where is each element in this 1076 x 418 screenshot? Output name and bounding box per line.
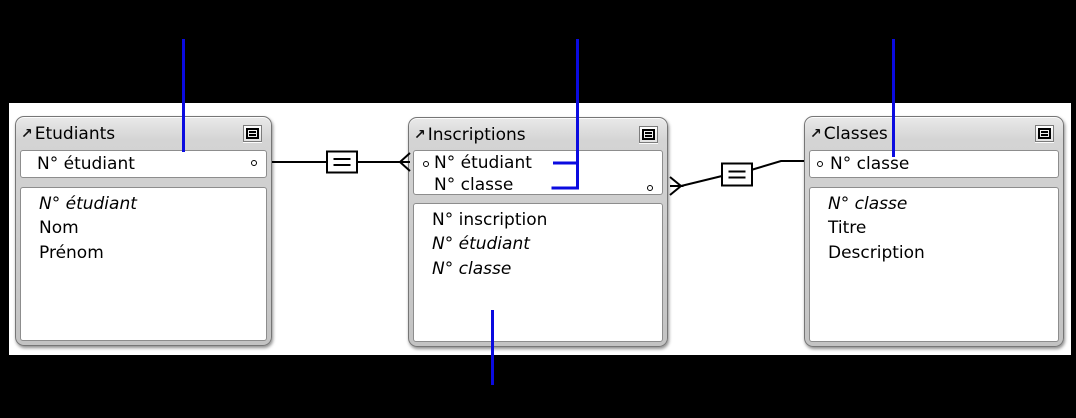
connector-dot-icon [423,161,429,167]
field-row[interactable]: N° inscription [432,210,548,230]
field-row[interactable]: N° classe [432,258,512,279]
match-fields-area: N° classe [809,150,1059,178]
match-fields-area: N° étudiant N° classe [413,150,663,195]
field-list-area: N° classe Titre Description [809,187,1059,342]
collapse-icon [642,129,655,140]
field-list-area: N° inscription N° étudiant N° classe [413,203,663,342]
collapse-button[interactable] [243,125,262,142]
collapse-icon [246,128,259,139]
ne-arrow-icon[interactable]: ↗ [414,126,426,143]
table-inscriptions[interactable]: ↗ Inscriptions N° étudiant N° classe N° … [408,117,668,347]
table-classes-header[interactable]: ↗ Classes [805,117,1063,150]
ne-arrow-icon[interactable]: ↗ [21,125,33,142]
table-etudiants-header[interactable]: ↗ Etudiants [16,117,271,150]
field-row[interactable]: N° étudiant [432,234,530,255]
field-row[interactable]: Description [828,242,925,263]
collapse-button[interactable] [1035,125,1054,142]
match-field-row[interactable]: N° étudiant [434,153,532,173]
connector-dot-icon [647,185,653,191]
collapse-button[interactable] [639,126,658,143]
field-row[interactable]: Nom [39,218,79,239]
ne-arrow-icon[interactable]: ↗ [810,125,822,142]
connector-dot-icon [817,161,823,167]
match-field-row[interactable]: N° classe [830,154,910,174]
match-field-row[interactable]: N° classe [434,174,514,195]
match-fields-area: N° étudiant [20,150,267,178]
table-inscriptions-header[interactable]: ↗ Inscriptions [409,118,667,151]
table-title: Classes [823,123,888,144]
field-row[interactable]: N° étudiant [39,194,137,214]
collapse-icon [1038,128,1051,139]
connector-dot-icon [251,160,257,166]
table-classes[interactable]: ↗ Classes N° classe N° classe Titre Desc… [804,116,1064,347]
field-list-area: N° étudiant Nom Prénom [20,187,267,341]
match-field-row[interactable]: N° étudiant [37,154,135,174]
table-etudiants[interactable]: ↗ Etudiants N° étudiant N° étudiant Nom … [15,116,272,346]
field-row[interactable]: Titre [828,218,867,239]
table-title: Inscriptions [427,124,526,145]
table-title: Etudiants [34,123,116,144]
field-row[interactable]: N° classe [828,194,908,214]
field-row[interactable]: Prénom [39,242,104,263]
